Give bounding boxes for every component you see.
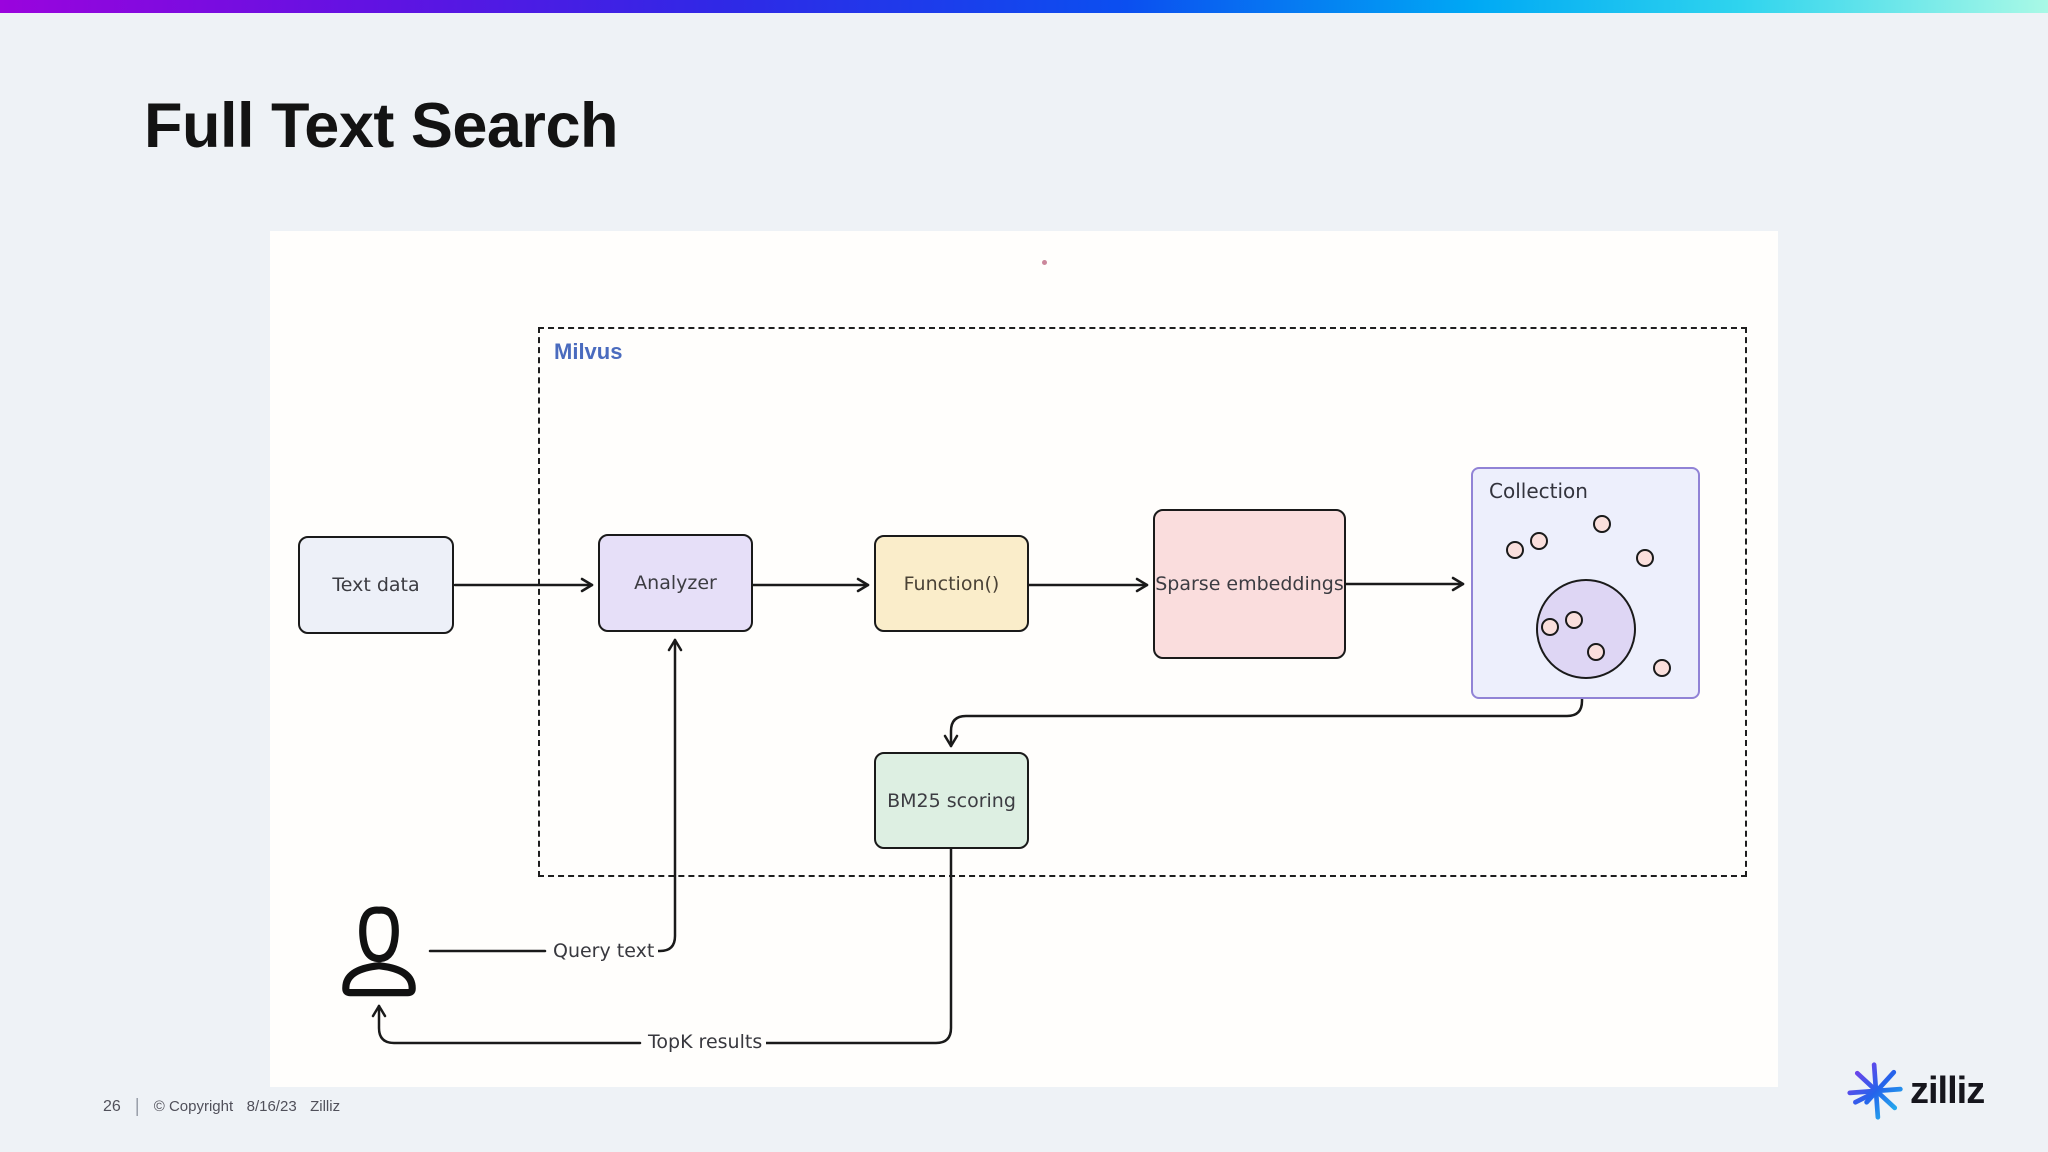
copyright-text: © Copyright bbox=[153, 1098, 234, 1115]
vector-dot bbox=[1593, 515, 1611, 533]
node-bm25-scoring: BM25 scoring bbox=[874, 752, 1029, 849]
edge-label-topk-results: TopK results bbox=[644, 1031, 767, 1053]
footer-copyright: © Copyright 8/16/23 Zilliz bbox=[154, 1098, 349, 1116]
node-bm25-scoring-label: BM25 scoring bbox=[887, 789, 1016, 812]
node-collection: Collection bbox=[1471, 467, 1700, 699]
top-gradient-bar bbox=[0, 0, 2048, 13]
node-function-label: Function() bbox=[903, 572, 1000, 595]
milvus-boundary: Milvus bbox=[538, 327, 1747, 877]
node-sparse-embeddings-label: Sparse embeddings bbox=[1155, 573, 1344, 595]
vector-dot bbox=[1587, 643, 1605, 661]
footer: 26 | © Copyright 8/16/23 Zilliz bbox=[103, 1096, 349, 1118]
zilliz-wordmark: zilliz bbox=[1910, 1069, 1985, 1112]
footer-company: Zilliz bbox=[310, 1098, 341, 1115]
node-function: Function() bbox=[874, 535, 1029, 632]
stray-mark-dot bbox=[1042, 260, 1047, 265]
edge-label-query-text: Query text bbox=[549, 940, 659, 962]
node-text-data-label: Text data bbox=[332, 574, 420, 596]
zilliz-starburst-icon bbox=[1847, 1062, 1903, 1120]
vector-dot bbox=[1636, 549, 1654, 567]
node-sparse-embeddings: Sparse embeddings bbox=[1153, 509, 1346, 659]
user-icon bbox=[342, 906, 416, 997]
node-analyzer-label: Analyzer bbox=[634, 572, 717, 594]
vector-dot bbox=[1506, 541, 1524, 559]
footer-divider: | bbox=[134, 1096, 140, 1117]
vector-dot bbox=[1541, 618, 1559, 636]
zilliz-logo: zilliz bbox=[1846, 1060, 1985, 1122]
node-text-data: Text data bbox=[298, 536, 454, 634]
vector-dot bbox=[1653, 659, 1671, 677]
footer-date: 8/16/23 bbox=[246, 1098, 297, 1115]
vector-dot bbox=[1530, 532, 1548, 550]
vector-dot bbox=[1565, 611, 1583, 629]
node-analyzer: Analyzer bbox=[598, 534, 753, 632]
page-number: 26 bbox=[103, 1098, 121, 1115]
milvus-label: Milvus bbox=[554, 339, 623, 364]
page-title: Full Text Search bbox=[144, 91, 618, 161]
node-collection-label: Collection bbox=[1489, 479, 1588, 503]
